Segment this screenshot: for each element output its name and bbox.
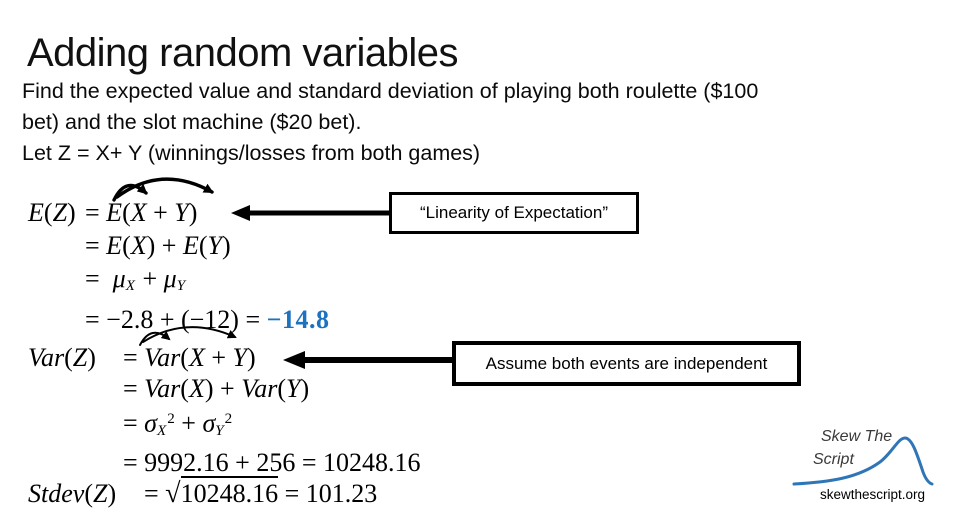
logo-text-line-2: Script [813,451,854,468]
math-segment: ) [300,374,310,403]
math-segment: 2 [224,411,233,427]
math-segment: = [85,198,107,227]
problem-line-1: Find the expected value and standard dev… [22,79,759,103]
math-segment: Y [215,422,224,439]
logo-text-line-1: Skew The [821,428,893,445]
math-segment: 2 [167,411,175,427]
math-segment: Z [92,479,108,508]
math-segment: Y [207,231,222,260]
math-segment: σ [202,408,216,438]
math-segment: = [85,264,113,293]
math-segment: Y [176,278,186,295]
callout-arrow-linearity-icon [231,205,391,221]
math-segment: E [106,231,123,260]
math-segment: E [182,231,199,260]
math-segment: ( [122,231,131,260]
math-segment: X [130,198,147,227]
math-segment: ) [67,198,76,227]
math-segment: Var [144,374,181,403]
math-segment: Stdev [28,479,85,508]
math-segment: X [125,278,135,295]
math-segment: ) [221,231,231,260]
slide-title: Adding random variables [27,30,458,75]
math-segment: ) [188,198,198,227]
equation-line: E(Z)= E(X + Y) [28,196,329,229]
math-segment: = −2.8 + (−12) = [85,305,267,335]
logo-url: skewthescript.org [820,487,926,502]
math-segment: ( [84,479,93,508]
math-segment: ( [198,231,208,260]
callout-arrow-independent-icon [283,351,455,369]
problem-statement: Find the expected value and standard dev… [22,76,758,169]
callout-linearity: “Linearity of Expectation” [389,192,639,234]
math-segment: ) + [146,231,183,260]
distribute-arrows-expectation-icon [112,177,214,202]
math-segment: = [123,374,145,403]
problem-line-2: bet) and the slot machine ($20 bet). [22,110,362,134]
equation-line: = 9992.16 + 256 = 10248.16 [28,447,421,478]
math-segment: + [204,343,233,372]
equation-line: = σX2 + σY2 [28,404,421,447]
math-segment: + [174,408,203,438]
math-segment: ) [107,479,117,508]
math-segment: ) [87,343,96,372]
math-segment: ) [247,343,256,372]
math-segment: ( [180,374,189,403]
math-segment: X [130,231,147,260]
math-segment: ( [122,198,131,227]
callout-independent: Assume both events are independent [452,341,801,386]
math-segment: μ [112,264,126,293]
math-segment: ( [277,374,286,403]
callout-independent-label: Assume both events are independent [485,353,768,373]
math-segment: Var [28,343,65,372]
math-segment: σ [144,408,157,438]
math-segment: E [106,198,123,227]
math-segment: ( [64,343,73,372]
math-segment: 10248.16 [180,476,279,508]
math-segment: = [85,231,107,260]
math-segment: + [135,264,164,293]
math-segment: ( [180,343,189,372]
expectation-equations: E(Z)= E(X + Y)= E(X) + E(Y)= μX + μY= −2… [28,196,329,336]
skew-the-script-logo: Skew The Script skewthescript.org [790,424,950,516]
math-segment: = [144,479,166,508]
stdev-equation: Stdev(Z) = √10248.16 = 101.23 [28,476,377,512]
math-segment: √ [165,478,181,509]
math-segment: −14.8 [266,305,330,335]
math-segment: E [28,198,44,227]
equation-line: Stdev(Z) = √10248.16 = 101.23 [28,476,377,512]
callout-linearity-label: “Linearity of Expectation” [419,203,609,222]
math-segment: Y [174,198,189,227]
equation-line: = μX + μY [28,262,329,303]
variance-equations: Var(Z)= Var(X + Y)= Var(X) + Var(Y)= σX2… [28,342,421,478]
skewed-curve-icon [792,436,934,486]
equation-line: = E(X) + E(Y) [28,229,329,262]
math-segment: μ [163,264,177,293]
math-segment: ( [43,198,53,227]
math-segment: X [188,374,205,403]
math-segment: = [123,343,145,372]
math-segment: + [146,198,175,227]
equation-line: Var(Z)= Var(X + Y) [28,342,421,373]
math-segment: Var [144,343,181,372]
math-segment: = [123,408,145,438]
math-segment: ) + [204,374,242,403]
math-segment: = 101.23 [278,479,378,508]
math-segment: Y [285,374,301,403]
distribute-arrows-variance-icon [139,326,237,346]
math-segment: X [157,422,167,439]
math-segment: X [188,343,205,372]
math-segment: Y [232,343,247,372]
equation-line: = Var(X) + Var(Y) [28,373,421,404]
equation-line: = −2.8 + (−12) = −14.8 [28,303,329,336]
problem-line-3: Let Z = X+ Y (winnings/losses from both … [22,141,481,165]
math-segment: Z [72,343,88,372]
math-segment: Z [52,198,68,227]
math-segment: Var [241,374,278,403]
math-segment: = 9992.16 + 256 = 10248.16 [123,447,421,477]
